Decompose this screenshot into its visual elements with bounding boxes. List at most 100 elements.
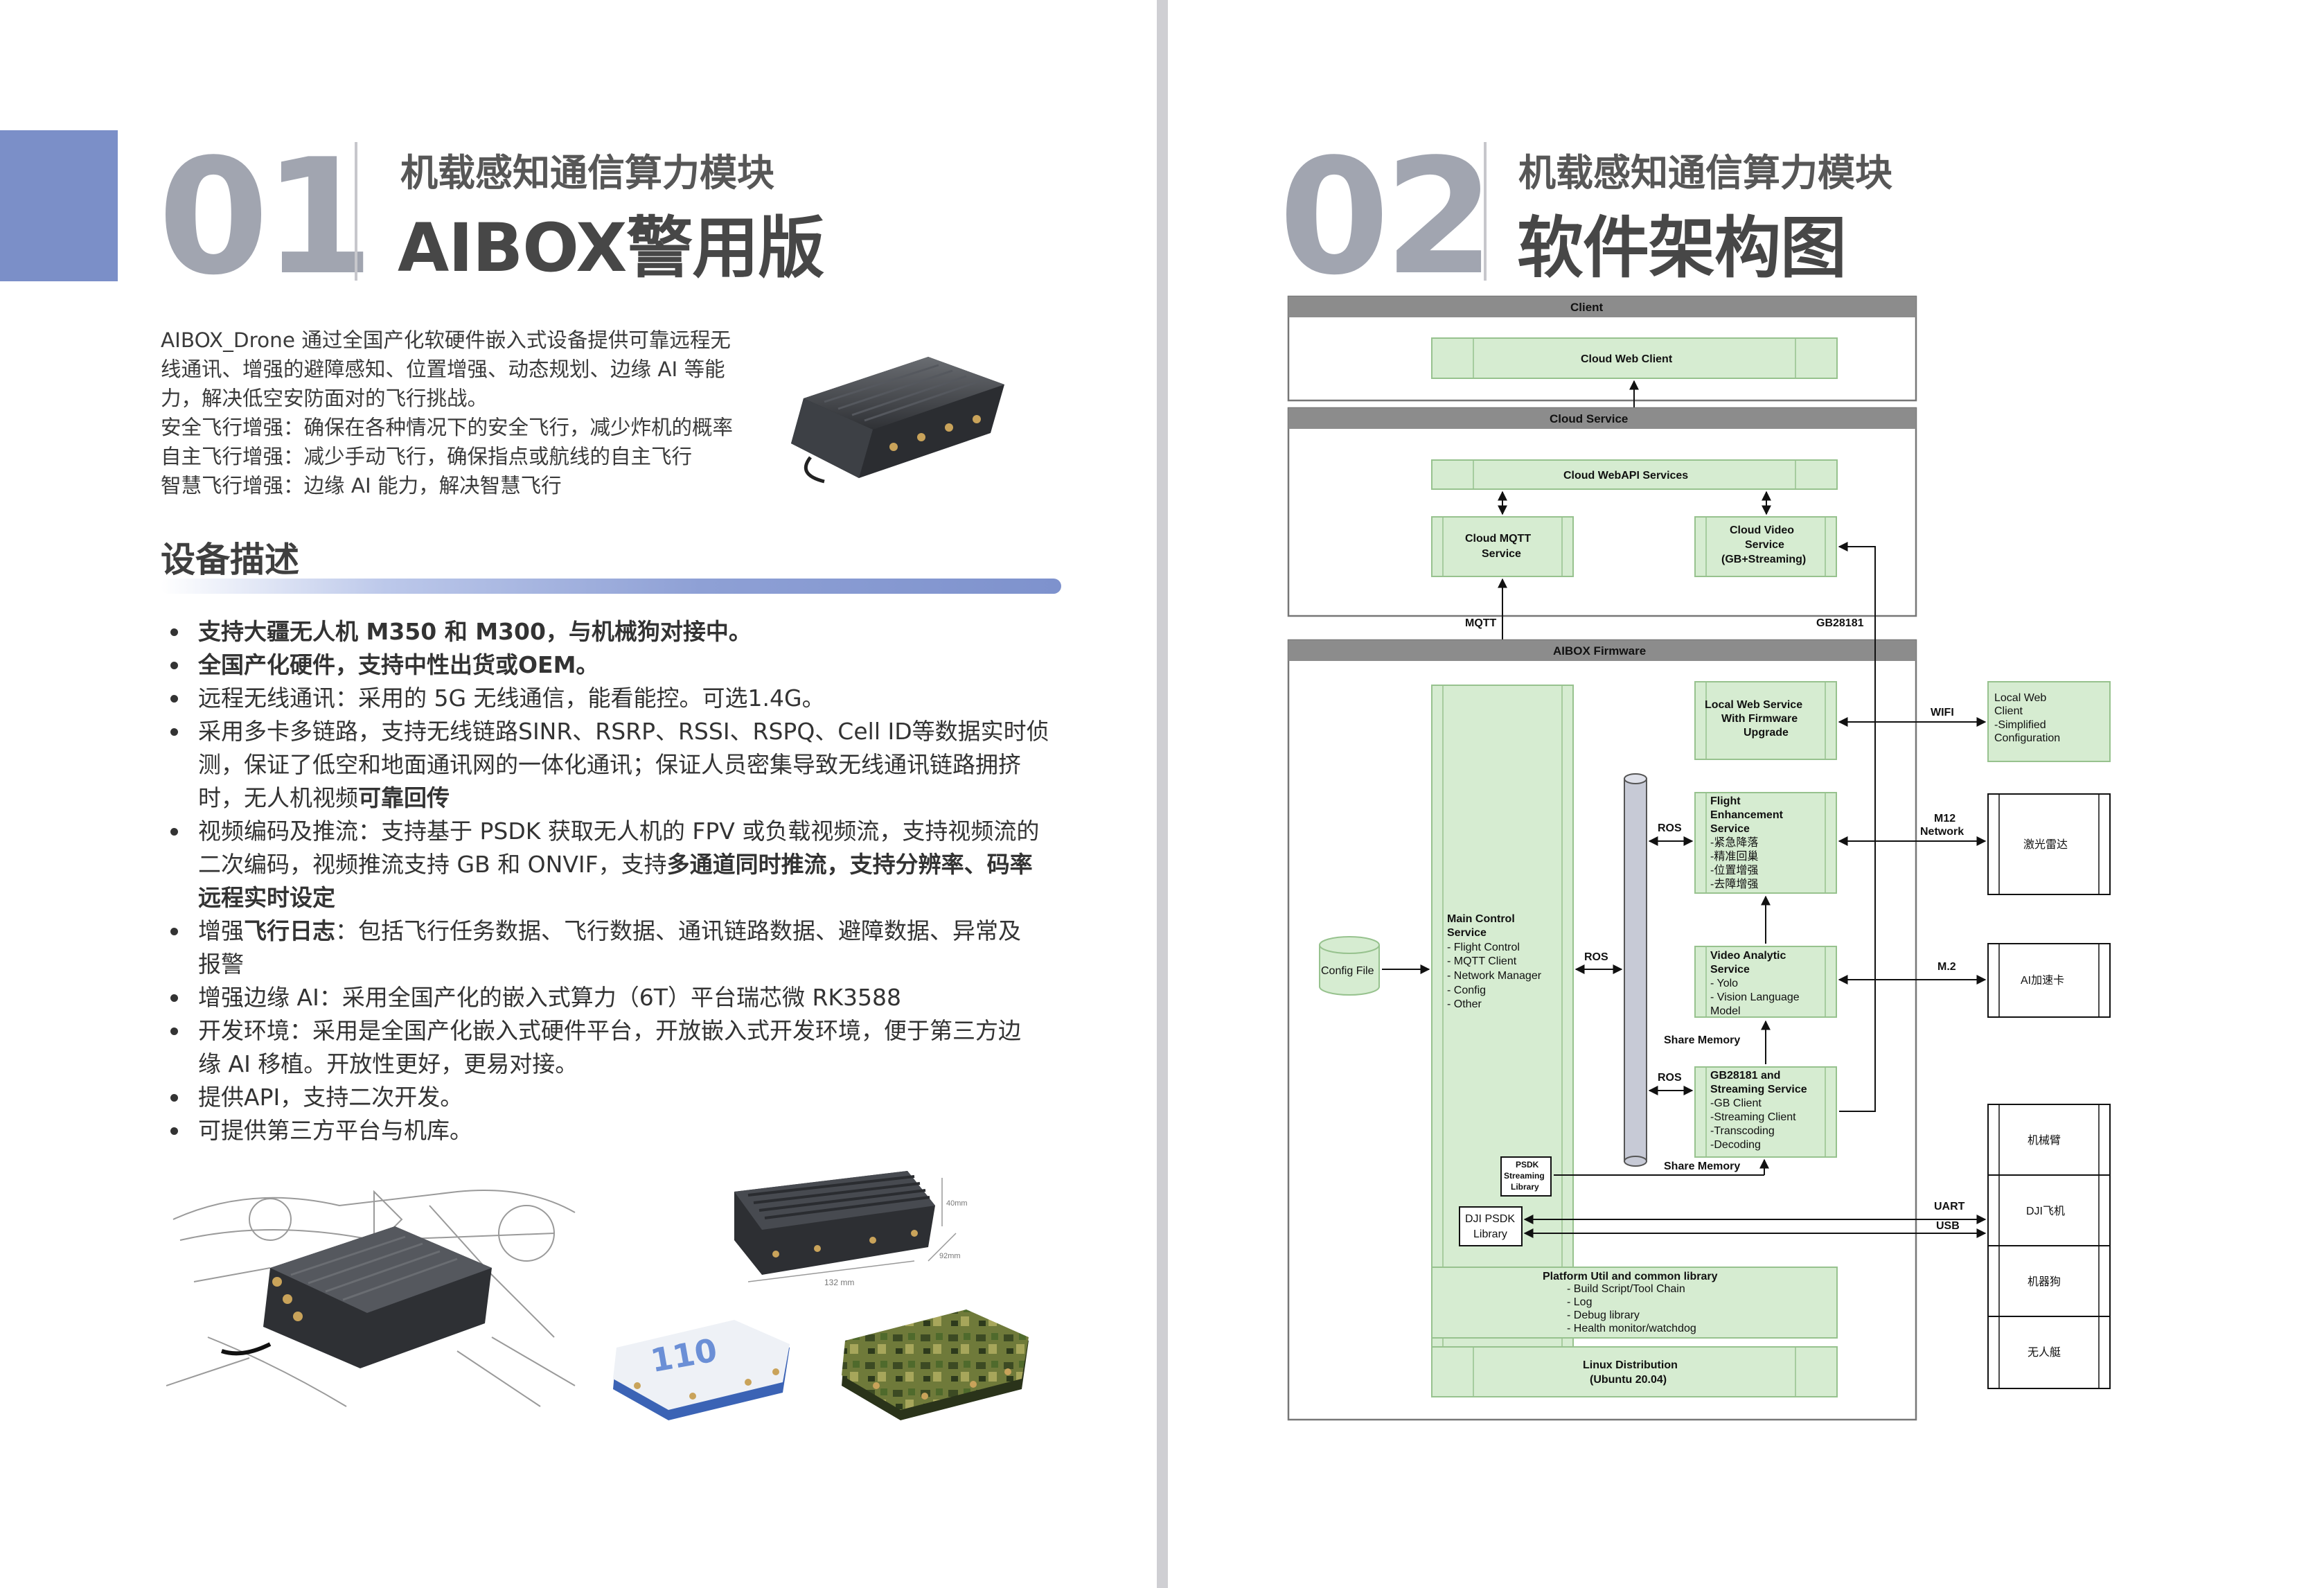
cloud-mqtt-label: Service bbox=[1482, 548, 1521, 560]
flight-enh-item: -去障增强 bbox=[1710, 878, 1758, 890]
ros-label: ROS bbox=[1658, 1072, 1682, 1084]
gb-streaming-item: -Decoding bbox=[1710, 1139, 1761, 1151]
intro-line: 线通讯、增强的避障感知、位置增强、动态规划、边缘 AI 等能 bbox=[161, 358, 725, 381]
lidar-box bbox=[1987, 793, 2111, 895]
psdk-stream-label: PSDK bbox=[1516, 1160, 1539, 1170]
intro-line: 智慧飞行增强：边缘 AI 能力，解决智慧飞行 bbox=[161, 474, 562, 497]
accent-block bbox=[0, 130, 118, 281]
bullet-text: 采用多卡多链路，支持无线链路SINR、RSRP、RSSI、RSPQ、Cell I… bbox=[198, 718, 1049, 745]
main-control-item: - Config bbox=[1447, 985, 1486, 996]
page-title: AIBOX警用版 bbox=[398, 209, 824, 287]
linux-label: (Ubuntu 20.04) bbox=[1590, 1374, 1667, 1386]
page-spine bbox=[1157, 0, 1168, 1588]
list-item: 增强边缘 AI：采用全国产化的嵌入式算力（6T）平台瑞芯微 RK3588 bbox=[161, 981, 1068, 1014]
robot-dog-label: 机器狗 bbox=[2028, 1276, 2061, 1288]
cloud-video-label: (GB+Streaming) bbox=[1721, 554, 1806, 565]
share-memory-label: Share Memory bbox=[1664, 1034, 1740, 1046]
m2-label: M.2 bbox=[1937, 961, 1956, 973]
ros-label: ROS bbox=[1584, 951, 1608, 963]
psdk-stream-label: Library bbox=[1511, 1182, 1539, 1192]
left-page: 01 机载感知通信算力模块 AIBOX警用版 AIBOX_Drone 通过全国产… bbox=[0, 0, 1157, 1588]
main-control-item: - Flight Control bbox=[1447, 942, 1520, 953]
cloud-mqtt-box bbox=[1431, 516, 1574, 577]
ros-bus-cylinder bbox=[1624, 773, 1647, 1167]
bullet-text: 增强 bbox=[198, 917, 244, 944]
video-analytic-label: Service bbox=[1710, 964, 1750, 976]
section-underline bbox=[161, 579, 1061, 594]
drone-mount-photo bbox=[166, 1190, 576, 1407]
platform-util-label: Platform Util and common library bbox=[1543, 1271, 1718, 1282]
list-item: 支持大疆无人机 M350 和 M300，与机械狗对接中。 bbox=[161, 615, 1068, 649]
bullet-text: 开发环境：采用是全国产化嵌入式硬件平台，开放嵌入式开发环境，便于第三方边 bbox=[198, 1017, 1021, 1044]
feature-list: 支持大疆无人机 M350 和 M300，与机械狗对接中。 全国产化硬件，支持中性… bbox=[161, 615, 1068, 1147]
cloud-video-label: Service bbox=[1745, 539, 1784, 551]
main-control-label: Service bbox=[1447, 927, 1487, 939]
gb-streaming-item: -Transcoding bbox=[1710, 1125, 1775, 1137]
title-divider bbox=[1484, 142, 1487, 281]
share-memory-label: Share Memory bbox=[1664, 1161, 1740, 1172]
m12-label: M12 bbox=[1934, 813, 1955, 824]
local-web-label: With Firmware bbox=[1721, 713, 1798, 725]
local-web-client-label: -Simplified bbox=[1994, 719, 2046, 731]
page-subtitle: 机载感知通信算力模块 bbox=[1518, 151, 1892, 195]
video-analytic-label: Video Analytic bbox=[1710, 950, 1786, 962]
video-analytic-item: - Yolo bbox=[1710, 978, 1738, 989]
cloud-service-label: Cloud Service bbox=[1550, 412, 1628, 425]
flight-enh-label: Enhancement bbox=[1710, 809, 1784, 821]
main-control-box bbox=[1431, 685, 1574, 1379]
m12-label: Network bbox=[1920, 826, 1964, 838]
local-web-service-box bbox=[1694, 681, 1837, 760]
section-title: 设备描述 bbox=[161, 540, 299, 580]
bullet-emphasis: 多通道同时推流，支持分辨率、码率 bbox=[666, 851, 1033, 878]
bullet-text: ：包括飞行任务数据、飞行数据、通讯链路数据、避障数据、异常及 bbox=[335, 917, 1021, 944]
client-header bbox=[1288, 297, 1916, 317]
page-subtitle: 机载感知通信算力模块 bbox=[400, 151, 774, 195]
aibox-firmware-header bbox=[1288, 640, 1916, 661]
platform-util-item: - Build Script/Tool Chain bbox=[1567, 1283, 1685, 1295]
video-analytic-item: - Vision Language bbox=[1710, 991, 1800, 1003]
local-web-client-label: Local Web bbox=[1994, 692, 2046, 704]
intro-line: AIBOX_Drone 通过全国产化软硬件嵌入式设备提供可靠远程无 bbox=[161, 328, 731, 352]
bullet-text: 报警 bbox=[198, 951, 244, 978]
cloud-service-header bbox=[1288, 408, 1916, 429]
bullet-emphasis: 飞行日志 bbox=[244, 917, 335, 944]
bullet-text: 远程无线通讯：采用的 5G 无线通信，能看能控。可选1.4G。 bbox=[198, 685, 825, 712]
dimension-width: 92mm bbox=[939, 1252, 961, 1260]
linux-box bbox=[1431, 1346, 1838, 1397]
title-divider bbox=[355, 142, 357, 281]
dimension-height: 40mm bbox=[946, 1199, 968, 1208]
local-web-client-box bbox=[1987, 681, 2111, 762]
page-title: 软件架构图 bbox=[1517, 209, 1847, 287]
psdk-streaming-box bbox=[1500, 1156, 1552, 1197]
main-control-label: Main Control bbox=[1447, 913, 1515, 925]
intro-text: AIBOX_Drone 通过全国产化软硬件嵌入式设备提供可靠远程无 线通讯、增强… bbox=[161, 326, 770, 500]
robot-arm-label: 机械臂 bbox=[2028, 1134, 2061, 1147]
cloud-web-client-box bbox=[1431, 337, 1838, 379]
camo-edition-photo bbox=[842, 1309, 1029, 1420]
intro-line: 自主飞行增强：减少手动飞行，确保指点或航线的自主飞行 bbox=[161, 445, 693, 468]
local-web-label: Local Web Service bbox=[1705, 699, 1802, 711]
bullet-text: 时，无人机视频 bbox=[198, 784, 358, 811]
list-item: 远程无线通讯：采用的 5G 无线通信，能看能控。可选1.4G。 bbox=[161, 682, 1068, 715]
bullet-text: 二次编码，视频推流支持 GB 和 ONVIF，支持 bbox=[198, 851, 667, 878]
device-dimension-photo: 132 mm 40mm 92mm bbox=[734, 1171, 968, 1287]
bullet-text: 测，保证了低空和地面通讯网的一体化通讯；保证人员密集导致无线通讯链路拥挤 bbox=[198, 751, 1021, 778]
list-item: 提供API，支持二次开发。 bbox=[161, 1081, 1068, 1114]
gb-streaming-item: -Streaming Client bbox=[1710, 1111, 1796, 1123]
platform-util-item: - Debug library bbox=[1567, 1309, 1640, 1321]
list-item: 全国产化硬件，支持中性出货或OEM。 bbox=[161, 649, 1068, 682]
bullet-text: 提供API，支持二次开发。 bbox=[198, 1084, 463, 1111]
list-item: 视频编码及推流：支持基于 PSDK 获取无人机的 FPV 或负载视频流，支持视频… bbox=[161, 815, 1068, 915]
cloud-video-box bbox=[1694, 516, 1837, 577]
section-number: 01 bbox=[158, 125, 374, 310]
dji-psdk-box bbox=[1459, 1206, 1523, 1246]
intro-line: 力，解决低空安防面对的飞行挑战。 bbox=[161, 387, 488, 410]
dimension-length: 132 mm bbox=[824, 1278, 854, 1287]
gb-streaming-box bbox=[1694, 1066, 1837, 1158]
bullet-text: 全国产化硬件，支持中性出货或OEM。 bbox=[198, 651, 599, 678]
bullet-text: 增强边缘 AI：采用全国产化的嵌入式算力（6T）平台瑞芯微 RK3588 bbox=[198, 984, 901, 1011]
flight-enh-item: -位置增强 bbox=[1710, 864, 1758, 876]
gb28181-label: GB28181 bbox=[1816, 617, 1864, 629]
ros-label: ROS bbox=[1658, 822, 1682, 834]
gb-streaming-item: -GB Client bbox=[1710, 1097, 1762, 1109]
